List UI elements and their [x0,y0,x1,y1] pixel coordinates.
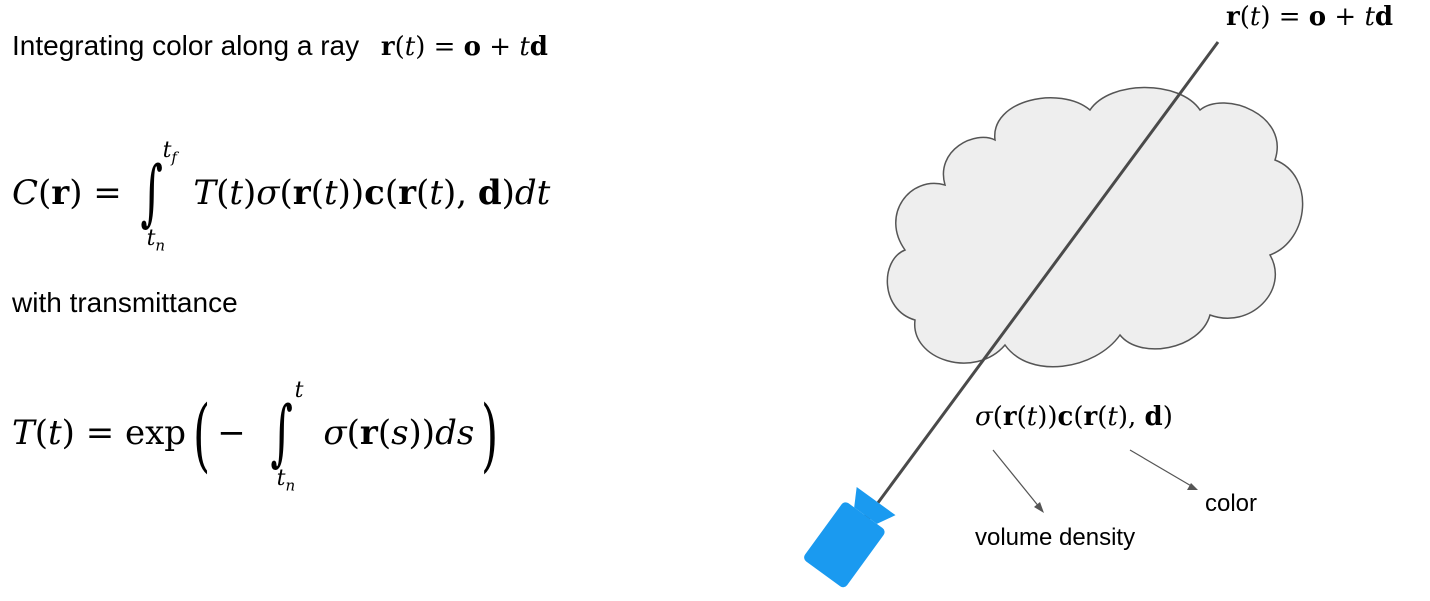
ray-line [864,41,1220,520]
upper-limit-t: t [294,378,304,403]
color-pointer-head [1187,483,1198,490]
color-label: color [1205,490,1258,517]
transmittance-equation: T(t) = exp(− ∫ t tn σ(r(s))ds) [12,378,499,495]
density-pointer-head [1034,502,1044,513]
color-integral-lhs: C(r) = [12,173,122,213]
volume-density-label: volume density [975,524,1136,551]
upper-limit: tf [162,138,177,167]
color-pointer [1129,449,1194,488]
transmittance-lhs: T(t) = exp [12,413,187,453]
heading: Integrating color along a ray r(t) = o +… [12,30,548,62]
cloud-shape [886,86,1304,368]
lower-limit-tn: tn [276,466,296,495]
heading-ray-equation: r(t) = o + td [380,32,548,62]
camera-icon [804,486,896,588]
heading-text: Integrating color along a ray [12,30,360,61]
color-integral-equation: C(r) = ∫ tf tn T(t)σ(r(t))c(r(t), d)dt [12,138,551,255]
diagram-ray-equation: r(t) = o + td [1226,2,1394,32]
diagram-field-equation: σ(r(t))c(r(t), d) [975,402,1173,432]
color-integrand: T(t)σ(r(t))c(r(t), d)dt [193,173,551,213]
transmittance-integrand: σ(r(s))ds [323,413,475,453]
lower-limit: tn [146,226,166,255]
transmittance-text: with transmittance [12,287,238,318]
density-pointer [992,449,1041,509]
